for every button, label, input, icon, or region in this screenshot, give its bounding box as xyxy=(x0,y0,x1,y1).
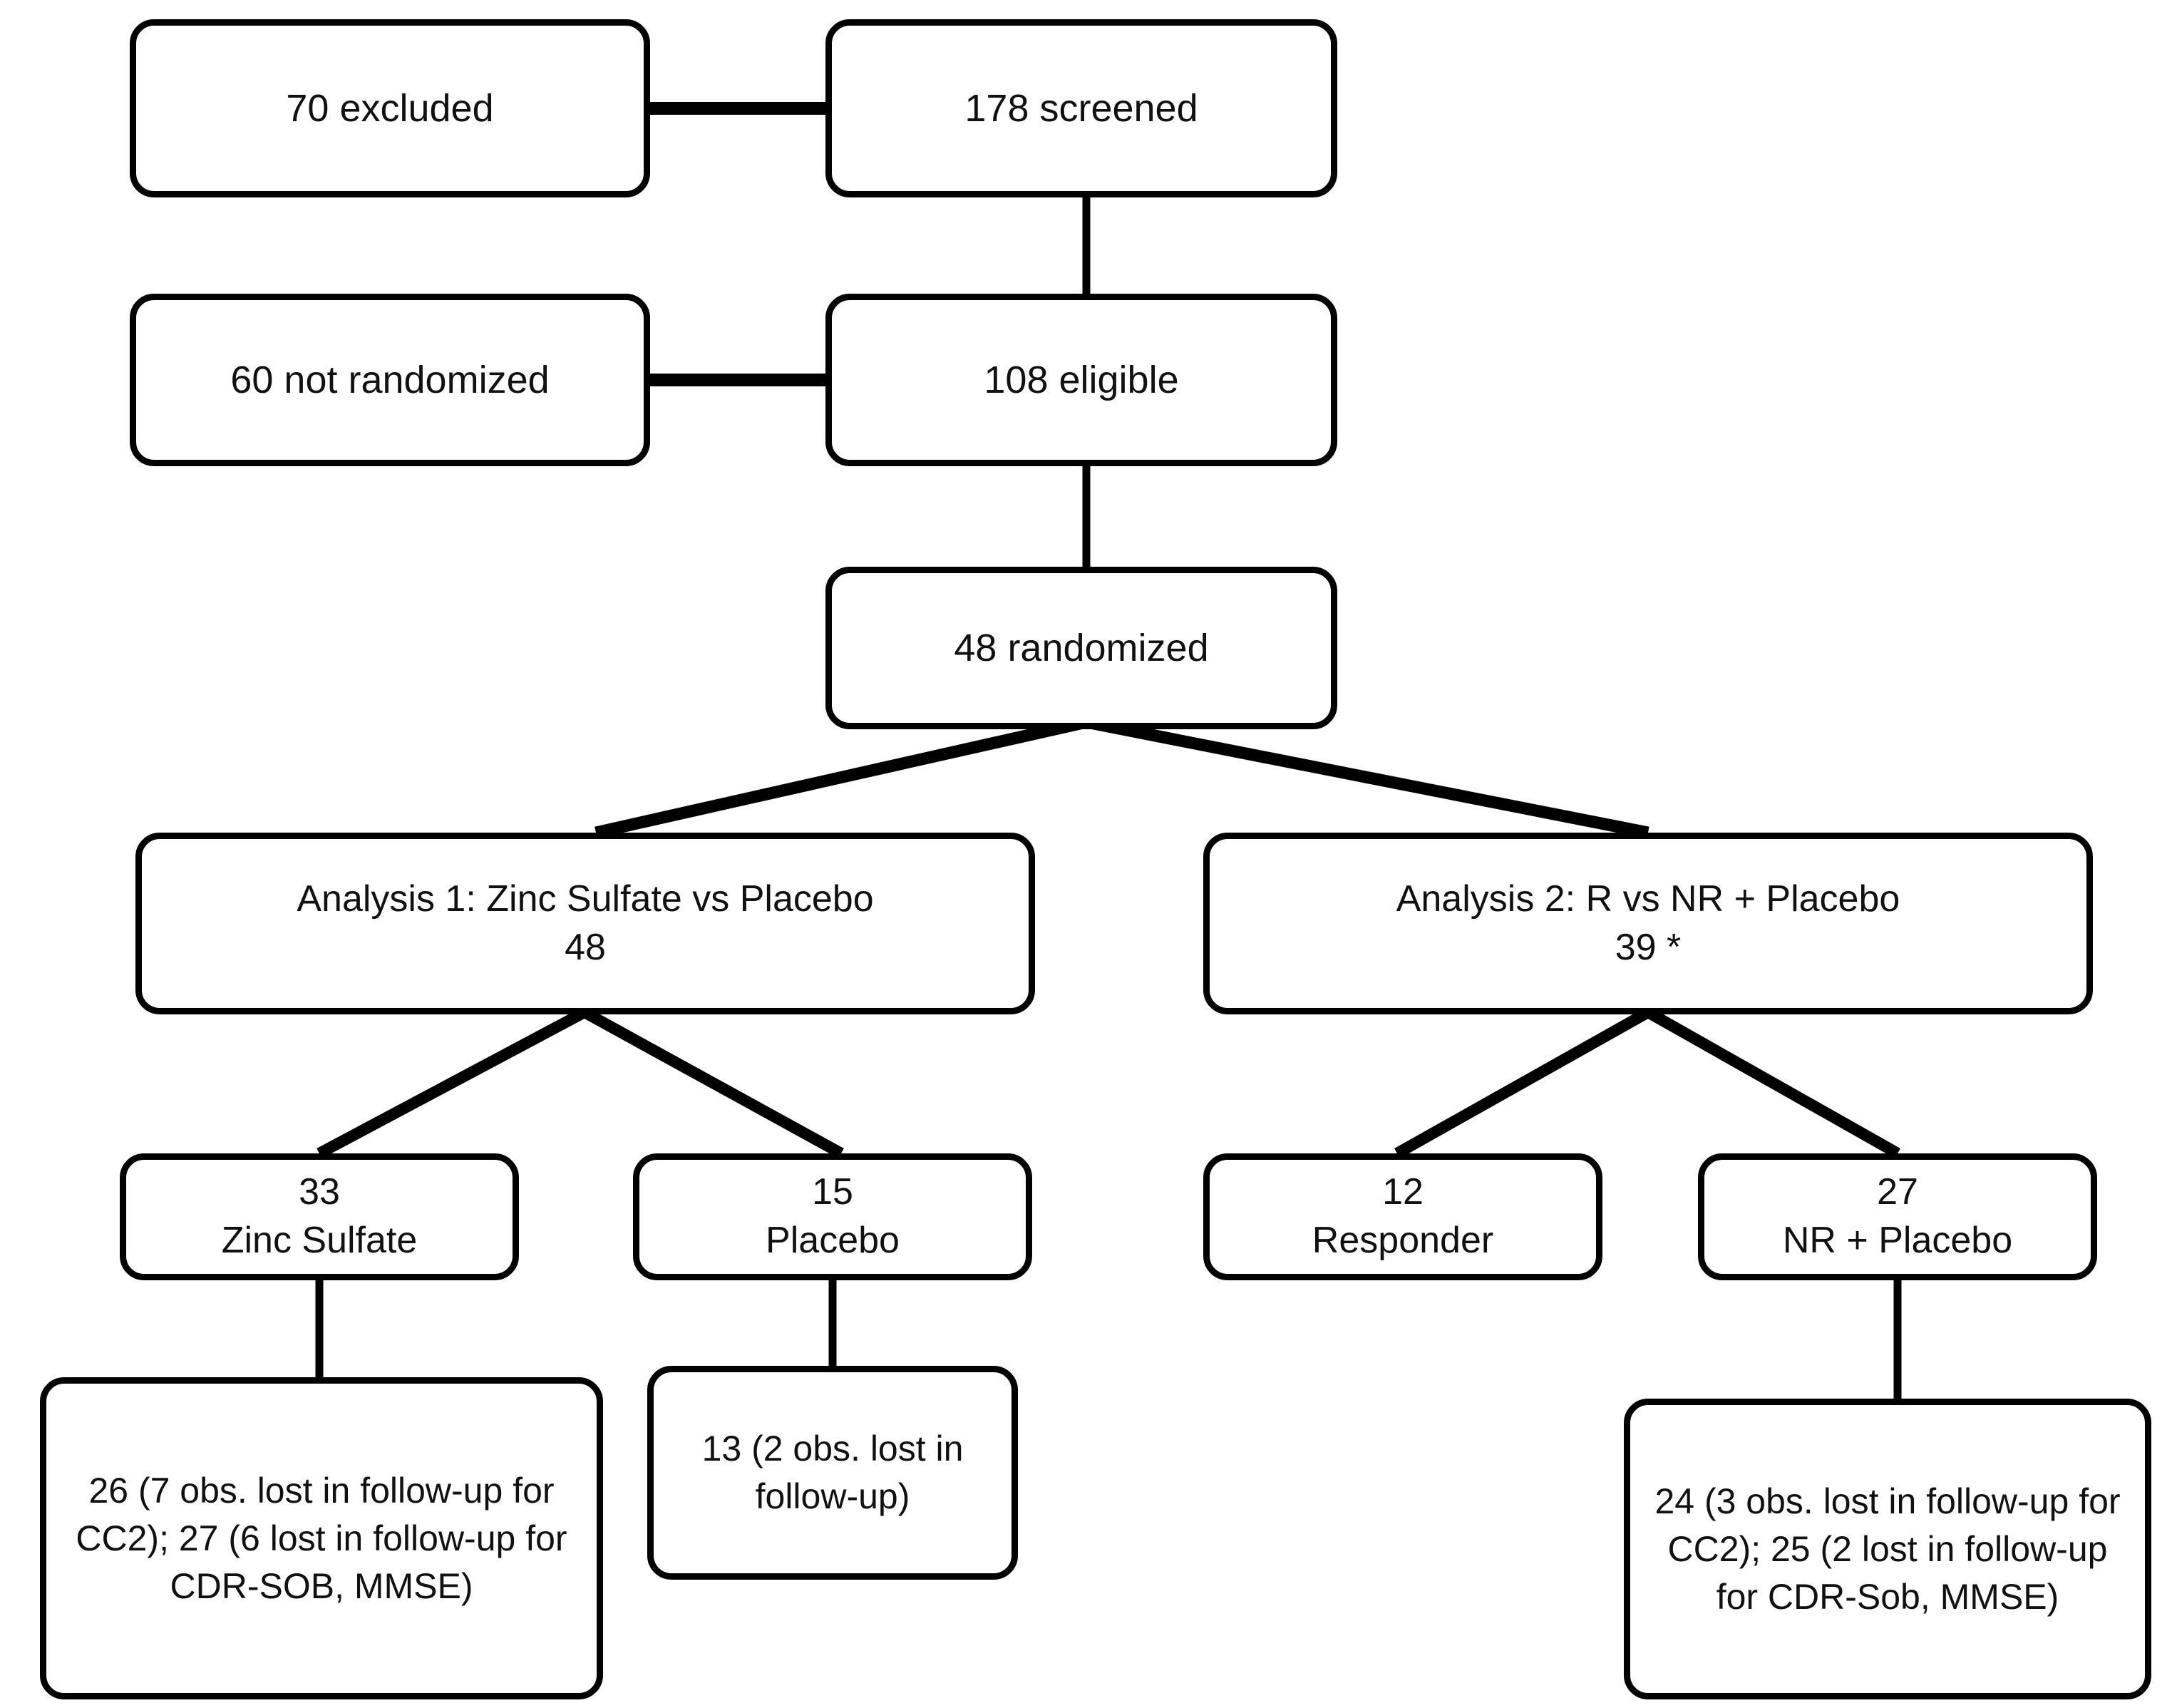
node-eligible-label: 108 eligible xyxy=(984,358,1179,401)
node-zinc-sulfate[interactable]: 33 Zinc Sulfate xyxy=(120,1153,519,1280)
node-randomized[interactable]: 48 randomized xyxy=(825,567,1337,729)
node-nr-placebo-count: 27 xyxy=(1877,1171,1918,1213)
node-screened-label: 178 screened xyxy=(964,86,1198,130)
node-analysis-2-count: 39 * xyxy=(1615,926,1682,968)
node-zinc-followup[interactable]: 26 (7 obs. lost in follow-up for CC2); 2… xyxy=(40,1377,603,1699)
node-randomized-label: 48 randomized xyxy=(954,626,1209,669)
node-analysis-2-title: Analysis 2: R vs NR + Placebo xyxy=(1396,878,1900,920)
node-analysis-1-count: 48 xyxy=(565,926,606,968)
node-responder-label: Responder xyxy=(1312,1220,1494,1261)
edge-randomized-analysis2 xyxy=(1085,716,1649,839)
node-nr-placebo-followup-text: 24 (3 obs. lost in follow-up for CC2); 2… xyxy=(1654,1481,2121,1617)
edge-analysis1-placebo xyxy=(582,1007,844,1159)
node-nr-placebo[interactable]: 27 NR + Placebo xyxy=(1698,1153,2097,1280)
node-placebo-followup-text: 13 (2 obs. lost in follow-up) xyxy=(701,1429,964,1516)
node-nr-placebo-label: NR + Placebo xyxy=(1782,1220,2013,1261)
edge-analysis1-zinc xyxy=(316,1007,587,1159)
node-responder-count: 12 xyxy=(1382,1171,1424,1213)
node-placebo-followup[interactable]: 13 (2 obs. lost in follow-up) xyxy=(647,1366,1018,1580)
node-screened[interactable]: 178 screened xyxy=(825,19,1337,197)
node-not-randomized[interactable]: 60 not randomized xyxy=(130,294,650,466)
edge-randomized-analysis1 xyxy=(594,716,1088,839)
node-eligible[interactable]: 108 eligible xyxy=(825,294,1337,466)
node-excluded[interactable]: 70 excluded xyxy=(130,19,650,197)
node-placebo[interactable]: 15 Placebo xyxy=(633,1153,1032,1280)
node-zinc-sulfate-count: 33 xyxy=(299,1171,340,1213)
edge-analysis2-nrplacebo xyxy=(1645,1007,1900,1158)
node-responder[interactable]: 12 Responder xyxy=(1203,1153,1602,1280)
node-analysis-1-title: Analysis 1: Zinc Sulfate vs Placebo xyxy=(297,878,874,920)
node-placebo-label: Placebo xyxy=(766,1220,900,1261)
node-nr-placebo-followup[interactable]: 24 (3 obs. lost in follow-up for CC2); 2… xyxy=(1624,1399,2151,1699)
node-zinc-followup-text: 26 (7 obs. lost in follow-up for CC2); 2… xyxy=(76,1470,567,1606)
node-not-randomized-label: 60 not randomized xyxy=(230,358,550,401)
node-zinc-sulfate-label: Zinc Sulfate xyxy=(221,1220,418,1261)
edge-analysis2-responder xyxy=(1394,1007,1651,1158)
node-analysis-2[interactable]: Analysis 2: R vs NR + Placebo 39 * xyxy=(1203,833,2093,1014)
node-placebo-count: 15 xyxy=(812,1171,853,1213)
node-analysis-1[interactable]: Analysis 1: Zinc Sulfate vs Placebo 48 xyxy=(135,833,1035,1014)
node-excluded-label: 70 excluded xyxy=(286,86,494,130)
